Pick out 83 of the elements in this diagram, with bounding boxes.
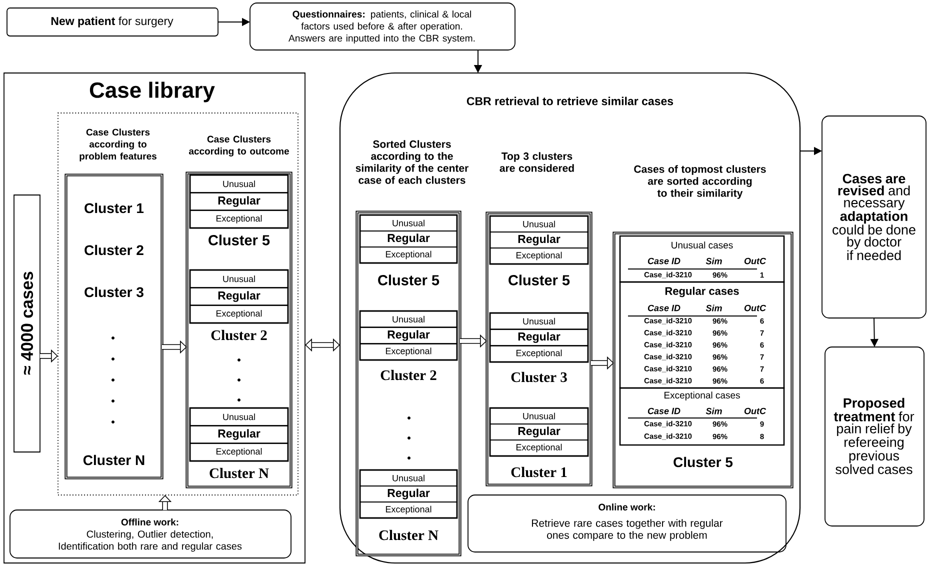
- cluster-column: [612, 165, 794, 488]
- cluster-label: Cluster 2: [211, 330, 267, 340]
- cluster-label: Cluster 3: [511, 372, 567, 382]
- cluster-label: Cluster 2: [380, 370, 436, 380]
- body-text: Retrieve rare cases together with regular ones compare to the new problem: [532, 519, 723, 541]
- category-cell: Exceptional: [189, 442, 289, 462]
- column-heading: Case Clusters according to outcome: [188, 136, 289, 156]
- category-cell: Unusual: [359, 214, 458, 232]
- category-cell: Regular: [189, 192, 289, 211]
- category-cell: Unusual: [489, 215, 589, 233]
- cluster-name: Cluster 2: [84, 244, 144, 256]
- column-heading: Top 3 clusters are considered: [500, 152, 574, 172]
- category-cell: Unusual: [189, 407, 289, 426]
- category-cell: Regular: [359, 230, 458, 248]
- column-header: OutC: [744, 258, 766, 264]
- column-heading: Sorted Clusters according to the similarity of the center case of each clusters: [356, 140, 468, 184]
- cluster-name: Cluster 3: [84, 286, 144, 298]
- panel-heading: CBR retrieval to retrieve similar cases: [466, 96, 674, 106]
- library-panel: [4, 72, 306, 564]
- column-header: Sim: [706, 258, 722, 264]
- category-cell: Unusual: [359, 469, 458, 487]
- table-section: [619, 235, 785, 283]
- column-header: Case ID: [648, 408, 680, 414]
- category-cell: Regular: [359, 326, 458, 344]
- section-title: Exceptional cases: [664, 392, 740, 400]
- cluster-label: Cluster 1: [511, 466, 567, 478]
- heading: Offline work:: [121, 518, 178, 526]
- category-cell: Exceptional: [489, 439, 589, 457]
- category-cell: Regular: [189, 287, 289, 306]
- category-cell: Regular: [189, 425, 289, 444]
- cluster-label: Cluster N: [210, 468, 269, 478]
- category-cell: Unusual: [489, 407, 589, 425]
- body-text: Clustering, Outlier detection, Identification both rare and regular cases: [58, 530, 242, 552]
- column-header: Sim: [706, 304, 722, 312]
- category-cell: Exceptional: [359, 501, 458, 519]
- cluster-label: Cluster 5: [508, 274, 570, 286]
- note-box: [10, 510, 292, 558]
- cluster-name: Cluster N: [83, 454, 144, 466]
- cluster-column: [486, 152, 592, 486]
- cluster-column: [356, 140, 468, 556]
- category-cell: Exceptional: [489, 247, 589, 265]
- column-header: Sim: [706, 408, 722, 414]
- panel-heading: Case library: [90, 82, 215, 102]
- category-cell: Exceptional: [189, 210, 289, 229]
- cluster-label: Cluster N: [379, 530, 438, 540]
- cluster-name: Cluster 5: [674, 456, 733, 468]
- process-box: Questionnaires: patients, clinical & local factors used before & after operation. Answers are inputted into the CBR system.: [250, 2, 516, 50]
- process-box: Proposed treatment for pain relief by refereeing previous solved cases: [824, 346, 924, 526]
- category-cell: Exceptional: [189, 304, 289, 324]
- cluster-column: [64, 128, 164, 480]
- heading: Online work:: [598, 504, 655, 510]
- category-cell: Exceptional: [489, 345, 589, 363]
- column-header: Case ID: [648, 258, 680, 264]
- process-box: Cases are revised and necessary adaptation could be done by doctor if needed: [822, 116, 926, 318]
- cluster-label: Cluster 5: [378, 274, 440, 286]
- category-cell: Regular: [489, 231, 589, 249]
- column-heading: Case Clusters according to problem features: [80, 128, 156, 162]
- category-cell: Regular: [359, 485, 458, 503]
- case-count-box: ≈ 4000 cases: [14, 194, 40, 452]
- table-section: [619, 387, 785, 446]
- category-cell: Regular: [489, 328, 589, 346]
- section-title: Unusual cases: [672, 242, 733, 248]
- category-cell: Regular: [489, 423, 589, 441]
- category-cell: Unusual: [489, 312, 589, 330]
- category-cell: Unusual: [359, 310, 458, 328]
- note-box: [468, 494, 786, 552]
- cluster-label: Cluster 5: [208, 234, 270, 246]
- dotted-frame: [58, 112, 298, 496]
- column-header: Case ID: [648, 304, 680, 312]
- table-section: [619, 281, 785, 389]
- category-cell: Unusual: [189, 269, 289, 288]
- column-header: OutC: [744, 304, 766, 312]
- block-arrow: [305, 338, 340, 352]
- category-cell: Unusual: [189, 174, 289, 194]
- category-cell: Exceptional: [359, 343, 458, 361]
- cluster-name: Cluster 1: [84, 202, 144, 214]
- process-box: New patient for surgery: [6, 8, 218, 36]
- column-heading: Cases of topmost clusters are sorted according to their similarity: [634, 165, 766, 199]
- retrieval-panel: [339, 72, 801, 564]
- cluster-column: [186, 136, 292, 488]
- column-header: OutC: [744, 408, 766, 414]
- category-cell: Exceptional: [359, 246, 458, 264]
- section-title: Regular cases: [665, 286, 739, 298]
